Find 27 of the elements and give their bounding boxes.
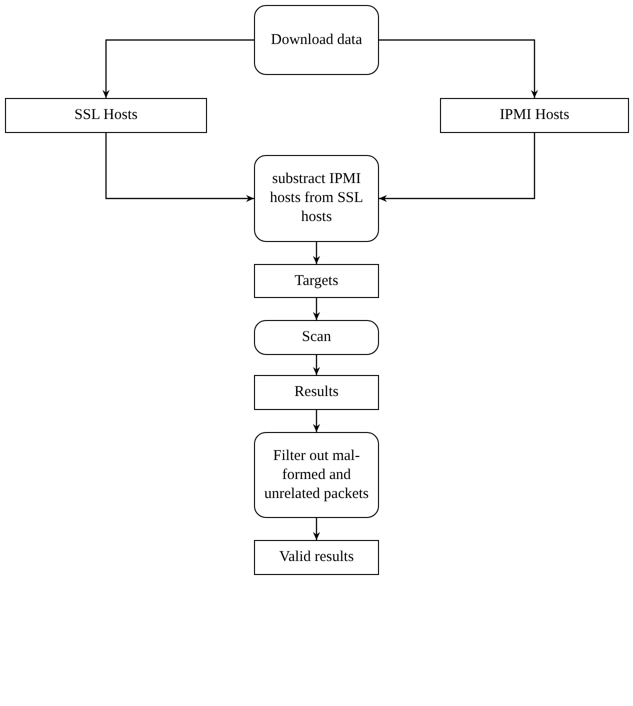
rounded-process-box (254, 432, 379, 518)
node-label: Valid results (279, 548, 354, 567)
process-box (254, 375, 379, 410)
process-box (254, 540, 379, 575)
rounded-process-box (254, 155, 379, 242)
arrow (379, 39, 538, 98)
process-box (5, 98, 207, 133)
process-box (440, 98, 629, 133)
rounded-process-box (254, 5, 379, 75)
node-label: substract IPMI hosts from SSL hosts (268, 170, 364, 227)
node-label: IPMI Hosts (500, 106, 570, 125)
process-box (254, 264, 379, 298)
arrow (312, 298, 320, 320)
arrow (312, 355, 320, 375)
node-label: SSL Hosts (74, 106, 138, 125)
arrow (102, 39, 254, 98)
node-label: Filter out mal- formed and unrelated packets (263, 446, 370, 504)
node-label: Targets (294, 272, 338, 290)
rounded-process-box (254, 320, 379, 355)
arrow (312, 518, 320, 540)
node-label: Scan (302, 328, 332, 347)
arrow (312, 242, 320, 264)
node-label: Download data (270, 30, 362, 50)
node-label: Results (294, 383, 339, 402)
arrow (312, 410, 320, 432)
arrow (379, 133, 536, 202)
arrow (105, 133, 254, 202)
